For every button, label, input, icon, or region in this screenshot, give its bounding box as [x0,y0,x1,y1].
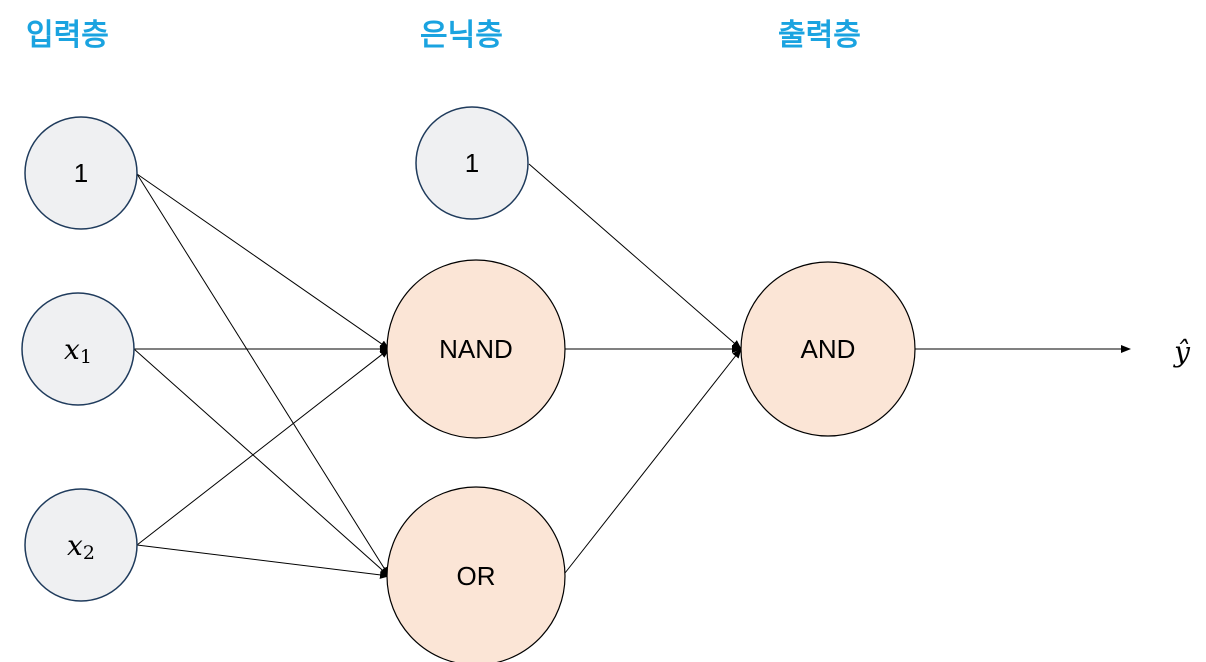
and-label: AND [801,334,856,364]
or-label: OR [457,561,496,591]
edge-or-to-and [564,348,742,574]
x1-subscript: 1 [80,346,92,368]
x1-variable: x [64,333,80,366]
output-layer-title: 출력층 [778,18,861,53]
edge-x2-to-nand [136,348,390,546]
input-bias-node: 1 [24,116,138,230]
and-node: AND [740,261,916,437]
nand-label: NAND [439,334,513,364]
hidden-layer-title: 은닉층 [420,18,503,53]
nand-node: NAND [386,259,566,439]
edge-bias-to-or [136,173,390,577]
edges [133,163,1131,579]
edge-x1-to-or [133,348,390,577]
or-node: OR [386,486,566,662]
input-bias-label: 1 [74,158,88,188]
hidden-bias-label: 1 [465,148,479,178]
hidden-bias-node: 1 [415,106,529,220]
x1-label: x1 [64,333,92,369]
edge-x2-to-or [136,544,390,579]
x2-subscript: 2 [83,542,95,564]
output-y-hat: ŷ [1172,336,1191,369]
input-x2-node: x2 [24,488,138,602]
edge-hbias-to-and [528,163,742,350]
input-x1-node: x1 [21,292,135,406]
edge-bias-to-nand [136,173,390,350]
input-layer-title: 입력층 [26,18,109,53]
x2-label: x2 [67,529,95,565]
x2-variable: x [67,529,83,562]
